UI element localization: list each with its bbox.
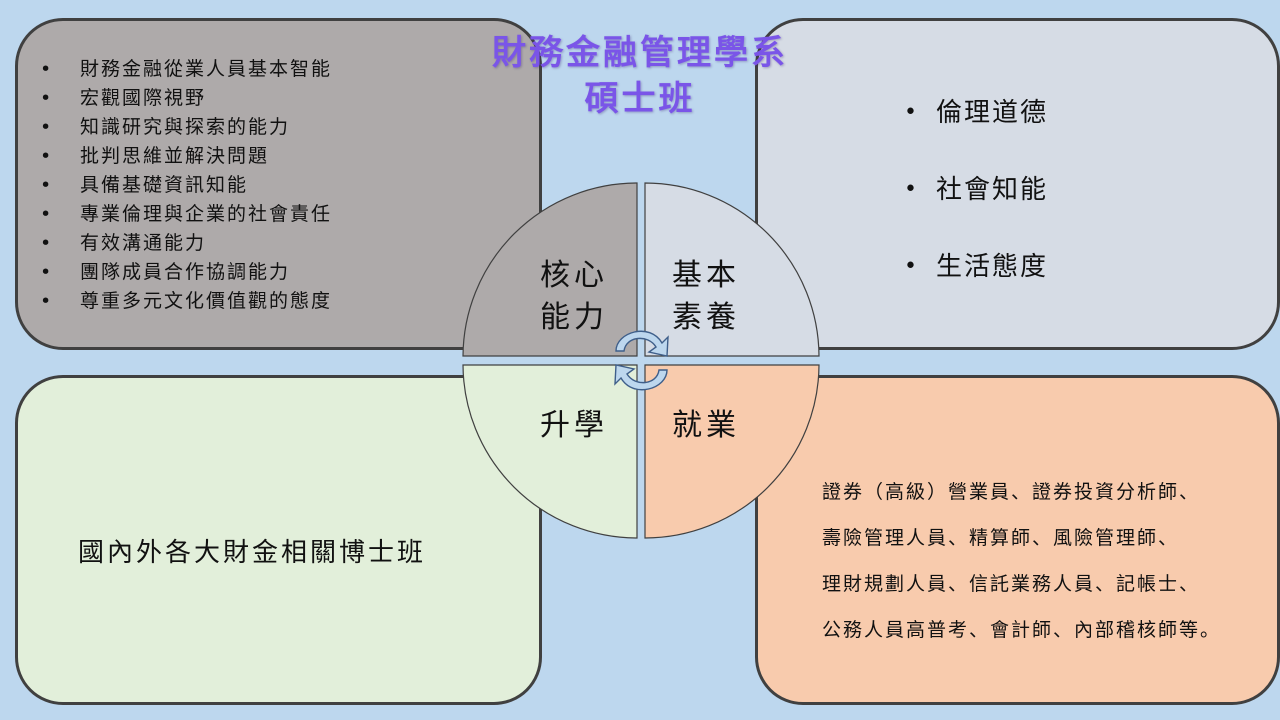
employment-text: 證券（高級）營業員、證券投資分析師、 壽險管理人員、精算師、風險管理師、 理財規…: [822, 476, 1221, 660]
basic-literacy-list: 倫理道德 社會知能 生活態度: [900, 93, 1048, 324]
further-study-text: 國內外各大財金相關博士班: [78, 538, 427, 568]
title-line1: 財務金融管理學系: [492, 33, 788, 73]
page-title: 財務金融管理學系 碩士班: [440, 30, 840, 122]
list-item: 倫理道德: [900, 93, 1048, 170]
career-quadrant-label: 就業: [672, 408, 740, 443]
further-study-box: [15, 375, 542, 705]
study-quadrant: [462, 364, 638, 539]
employment-box: [755, 375, 1280, 705]
basic-quadrant: [644, 182, 820, 357]
basic-label-line1: 基本: [672, 258, 740, 293]
list-item: 社會知能: [900, 170, 1048, 247]
list-item: 知識研究與探索的能力: [38, 113, 332, 142]
employment-line: 證券（高級）營業員、證券投資分析師、: [822, 481, 1201, 503]
core-quadrant: [462, 182, 638, 357]
list-item: 尊重多元文化價值觀的態度: [38, 287, 332, 316]
list-item: 財務金融從業人員基本智能: [38, 55, 332, 84]
list-item: 宏觀國際視野: [38, 84, 332, 113]
list-item: 批判思維並解決問題: [38, 142, 332, 171]
employment-line: 公務人員高普考、會計師、內部稽核師等。: [822, 619, 1222, 641]
basic-label-line2: 素養: [672, 300, 740, 335]
core-abilities-list: 財務金融從業人員基本智能 宏觀國際視野 知識研究與探索的能力 批判思維並解決問題…: [38, 55, 332, 316]
list-item: 生活態度: [900, 247, 1048, 324]
employment-line: 壽險管理人員、精算師、風險管理師、: [822, 527, 1180, 549]
core-quadrant-label: 核心 能力: [540, 255, 608, 339]
study-quadrant-label: 升學: [540, 408, 608, 443]
list-item: 有效溝通能力: [38, 229, 332, 258]
list-item: 專業倫理與企業的社會責任: [38, 200, 332, 229]
employment-line: 理財規劃人員、信託業務人員、記帳士、: [822, 573, 1201, 595]
list-item: 具備基礎資訊知能: [38, 171, 332, 200]
career-quadrant: [644, 364, 820, 539]
title-line2: 碩士班: [584, 79, 696, 119]
core-label-line2: 能力: [540, 300, 608, 335]
basic-quadrant-label: 基本 素養: [672, 255, 740, 339]
cycle-arrows-icon: [614, 330, 669, 391]
core-label-line1: 核心: [540, 258, 608, 293]
list-item: 團隊成員合作協調能力: [38, 258, 332, 287]
